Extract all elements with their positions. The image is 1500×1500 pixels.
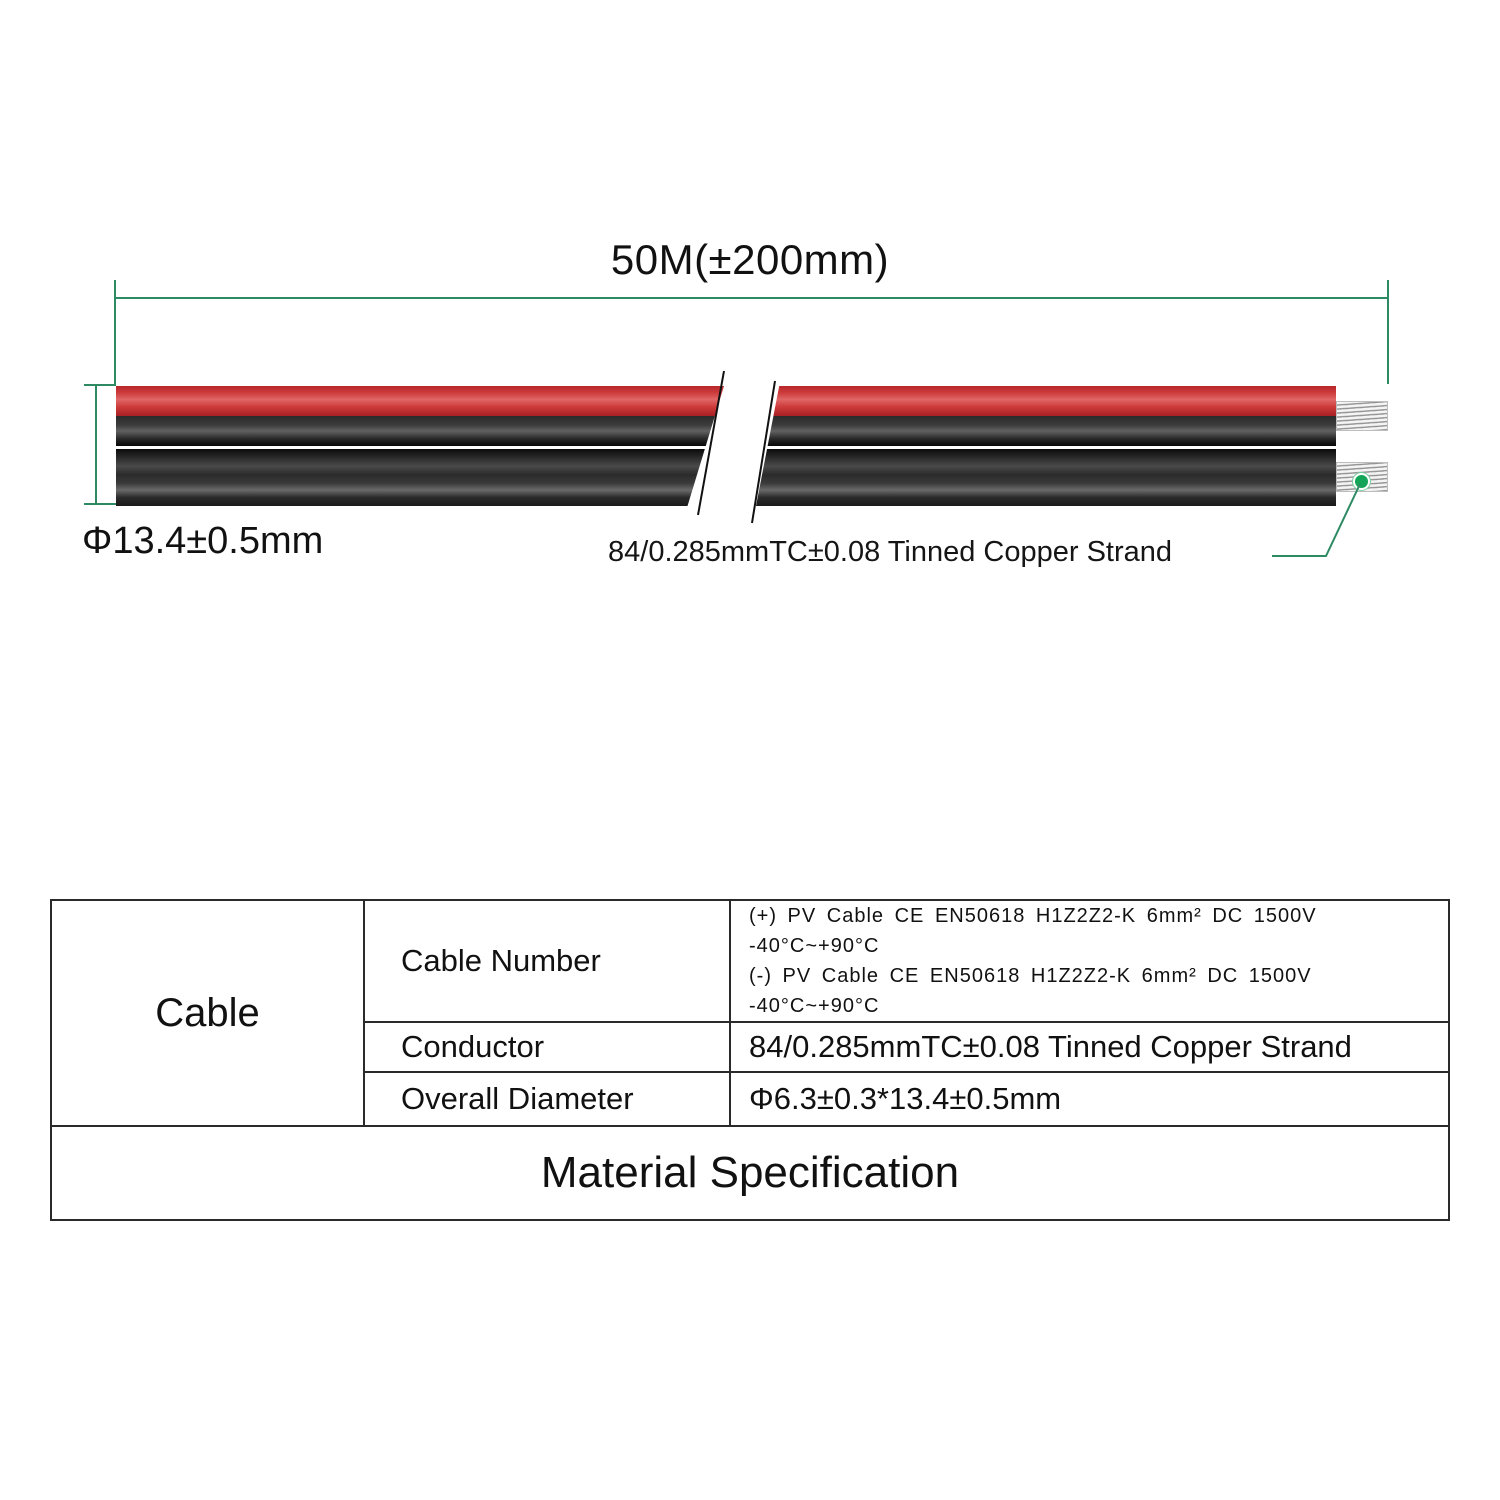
row-label-overall-diameter: Overall Diameter bbox=[363, 1071, 731, 1127]
diameter-top-tick bbox=[84, 384, 116, 386]
diameter-bottom-tick bbox=[84, 503, 116, 505]
black-core-lower bbox=[116, 449, 724, 506]
row-label-cable-number: Cable Number bbox=[363, 899, 731, 1023]
cable-break-icon bbox=[697, 370, 776, 524]
callout-dot-icon bbox=[1353, 473, 1370, 490]
length-left-tick bbox=[114, 280, 116, 386]
diameter-label: Φ13.4±0.5mm bbox=[82, 520, 324, 562]
strand-callout-label: 84/0.285mmTC±0.08 Tinned Copper Strand bbox=[608, 536, 1173, 568]
cable-number-positive: (+) PV Cable CE EN50618 H1Z2Z2-K 6mm² DC… bbox=[749, 905, 1317, 957]
material-spec-table: Cable Cable Number (+) PV Cable CE EN506… bbox=[50, 899, 1450, 1221]
length-dimension-label: 50M(±200mm) bbox=[610, 236, 890, 283]
category-cell: Cable bbox=[50, 899, 365, 1127]
diameter-dimension-line bbox=[95, 385, 97, 504]
red-core bbox=[116, 386, 724, 416]
callout-leader-line bbox=[1272, 483, 1361, 557]
overall-diameter-value: Φ6.3±0.3*13.4±0.5mm bbox=[729, 1071, 1450, 1127]
cable-number-negative: (-) PV Cable CE EN50618 H1Z2Z2-K 6mm² DC… bbox=[749, 965, 1312, 1017]
cable-right-segment bbox=[756, 386, 1336, 506]
table-footer-title: Material Specification bbox=[50, 1125, 1450, 1221]
cable-number-values: (+) PV Cable CE EN50618 H1Z2Z2-K 6mm² DC… bbox=[729, 899, 1450, 1023]
exposed-strand-positive bbox=[1336, 401, 1388, 431]
cable-left-segment bbox=[116, 386, 724, 506]
length-dimension-line bbox=[115, 297, 1389, 299]
length-right-tick bbox=[1387, 280, 1389, 384]
conductor-value: 84/0.285mmTC±0.08 Tinned Copper Strand bbox=[729, 1021, 1450, 1073]
black-core-upper bbox=[116, 416, 724, 446]
row-label-conductor: Conductor bbox=[363, 1021, 731, 1073]
